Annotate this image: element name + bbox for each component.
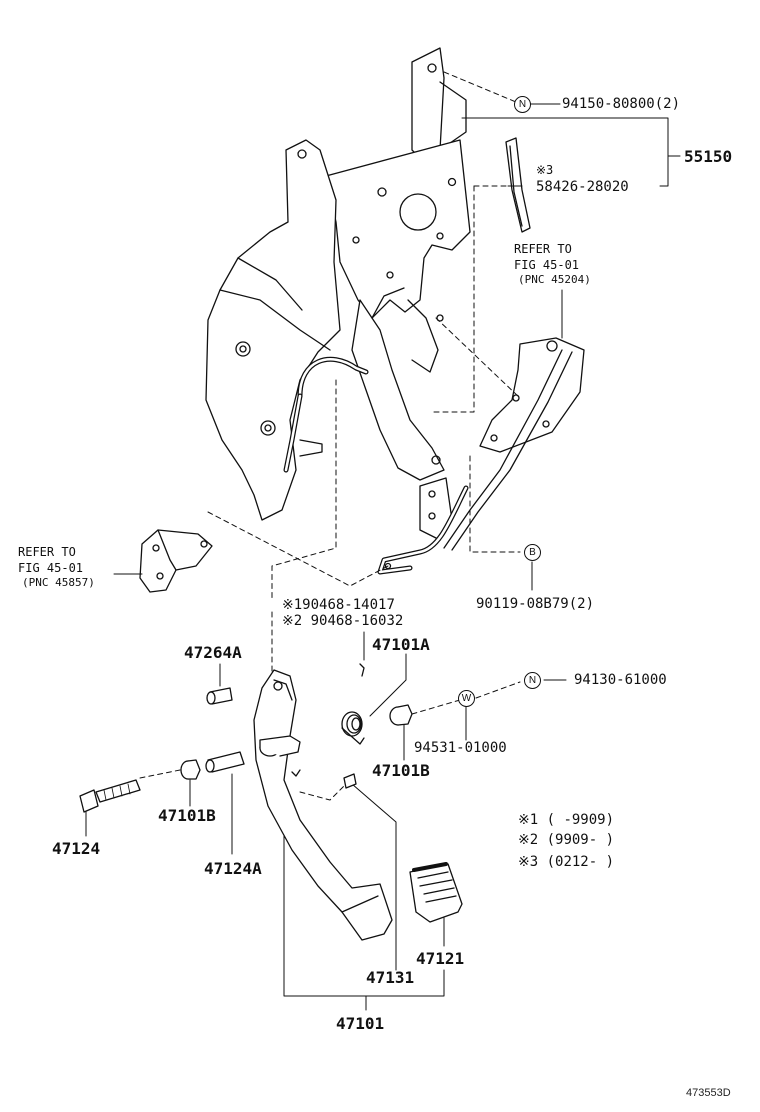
- figure-id: 473553D: [686, 1087, 731, 1099]
- label-55150: 55150: [684, 147, 733, 166]
- label-90119-08B79: 90119-08B79(2): [476, 596, 595, 612]
- refer-right-line2: FIG 45-01: [514, 258, 580, 272]
- bracket-55150: [205, 47, 471, 521]
- label-note3-marker: ※3: [536, 163, 554, 177]
- label-47124A: 47124A: [204, 859, 262, 878]
- label-47264A: 47264A: [184, 643, 242, 662]
- leader-lines: [85, 71, 681, 1011]
- label-47124: 47124: [52, 839, 101, 858]
- label-47101: 47101: [336, 1014, 385, 1033]
- label-47131: 47131: [366, 968, 415, 987]
- refer-left-line2: FIG 45-01: [18, 561, 84, 575]
- note-3: ※3 (0212- ): [518, 854, 615, 870]
- label-90468-16032: ※2 90468-16032: [282, 613, 404, 629]
- small-parts: [79, 663, 413, 813]
- cable-bracket: [283, 337, 585, 575]
- refer-left-line1: REFER TO: [18, 545, 76, 559]
- refer-right-line3: (PNC 45204): [518, 273, 591, 286]
- label-58426-28020: 58426-28020: [536, 179, 629, 195]
- pedal-pad-47121: [409, 862, 463, 923]
- nut-badge-n-right: N: [524, 672, 541, 689]
- nut-badge-n: N: [514, 96, 531, 113]
- clip-58426: [505, 137, 531, 233]
- note-1: ※1 ( -9909): [518, 812, 615, 828]
- label-94150-80800: 94150-80800(2): [562, 96, 681, 112]
- label-94531-01000: 94531-01000: [414, 740, 507, 756]
- label-47101B-right: 47101B: [372, 761, 430, 780]
- bolt-badge-b: B: [524, 544, 541, 561]
- pedal-arm-47131: [253, 669, 393, 941]
- refer-left-line3: (PNC 45857): [22, 576, 95, 589]
- left-bracket: [139, 529, 213, 593]
- label-47121: 47121: [416, 949, 465, 968]
- label-47101B-left: 47101B: [158, 806, 216, 825]
- washer-badge-w: W: [458, 690, 475, 707]
- note-2: ※2 (9909- ): [518, 832, 615, 848]
- label-94130-61000: 94130-61000: [574, 672, 667, 688]
- label-90468-14017: ※190468-14017: [282, 597, 395, 613]
- refer-right-line1: REFER TO: [514, 242, 572, 256]
- label-47101A: 47101A: [372, 635, 430, 654]
